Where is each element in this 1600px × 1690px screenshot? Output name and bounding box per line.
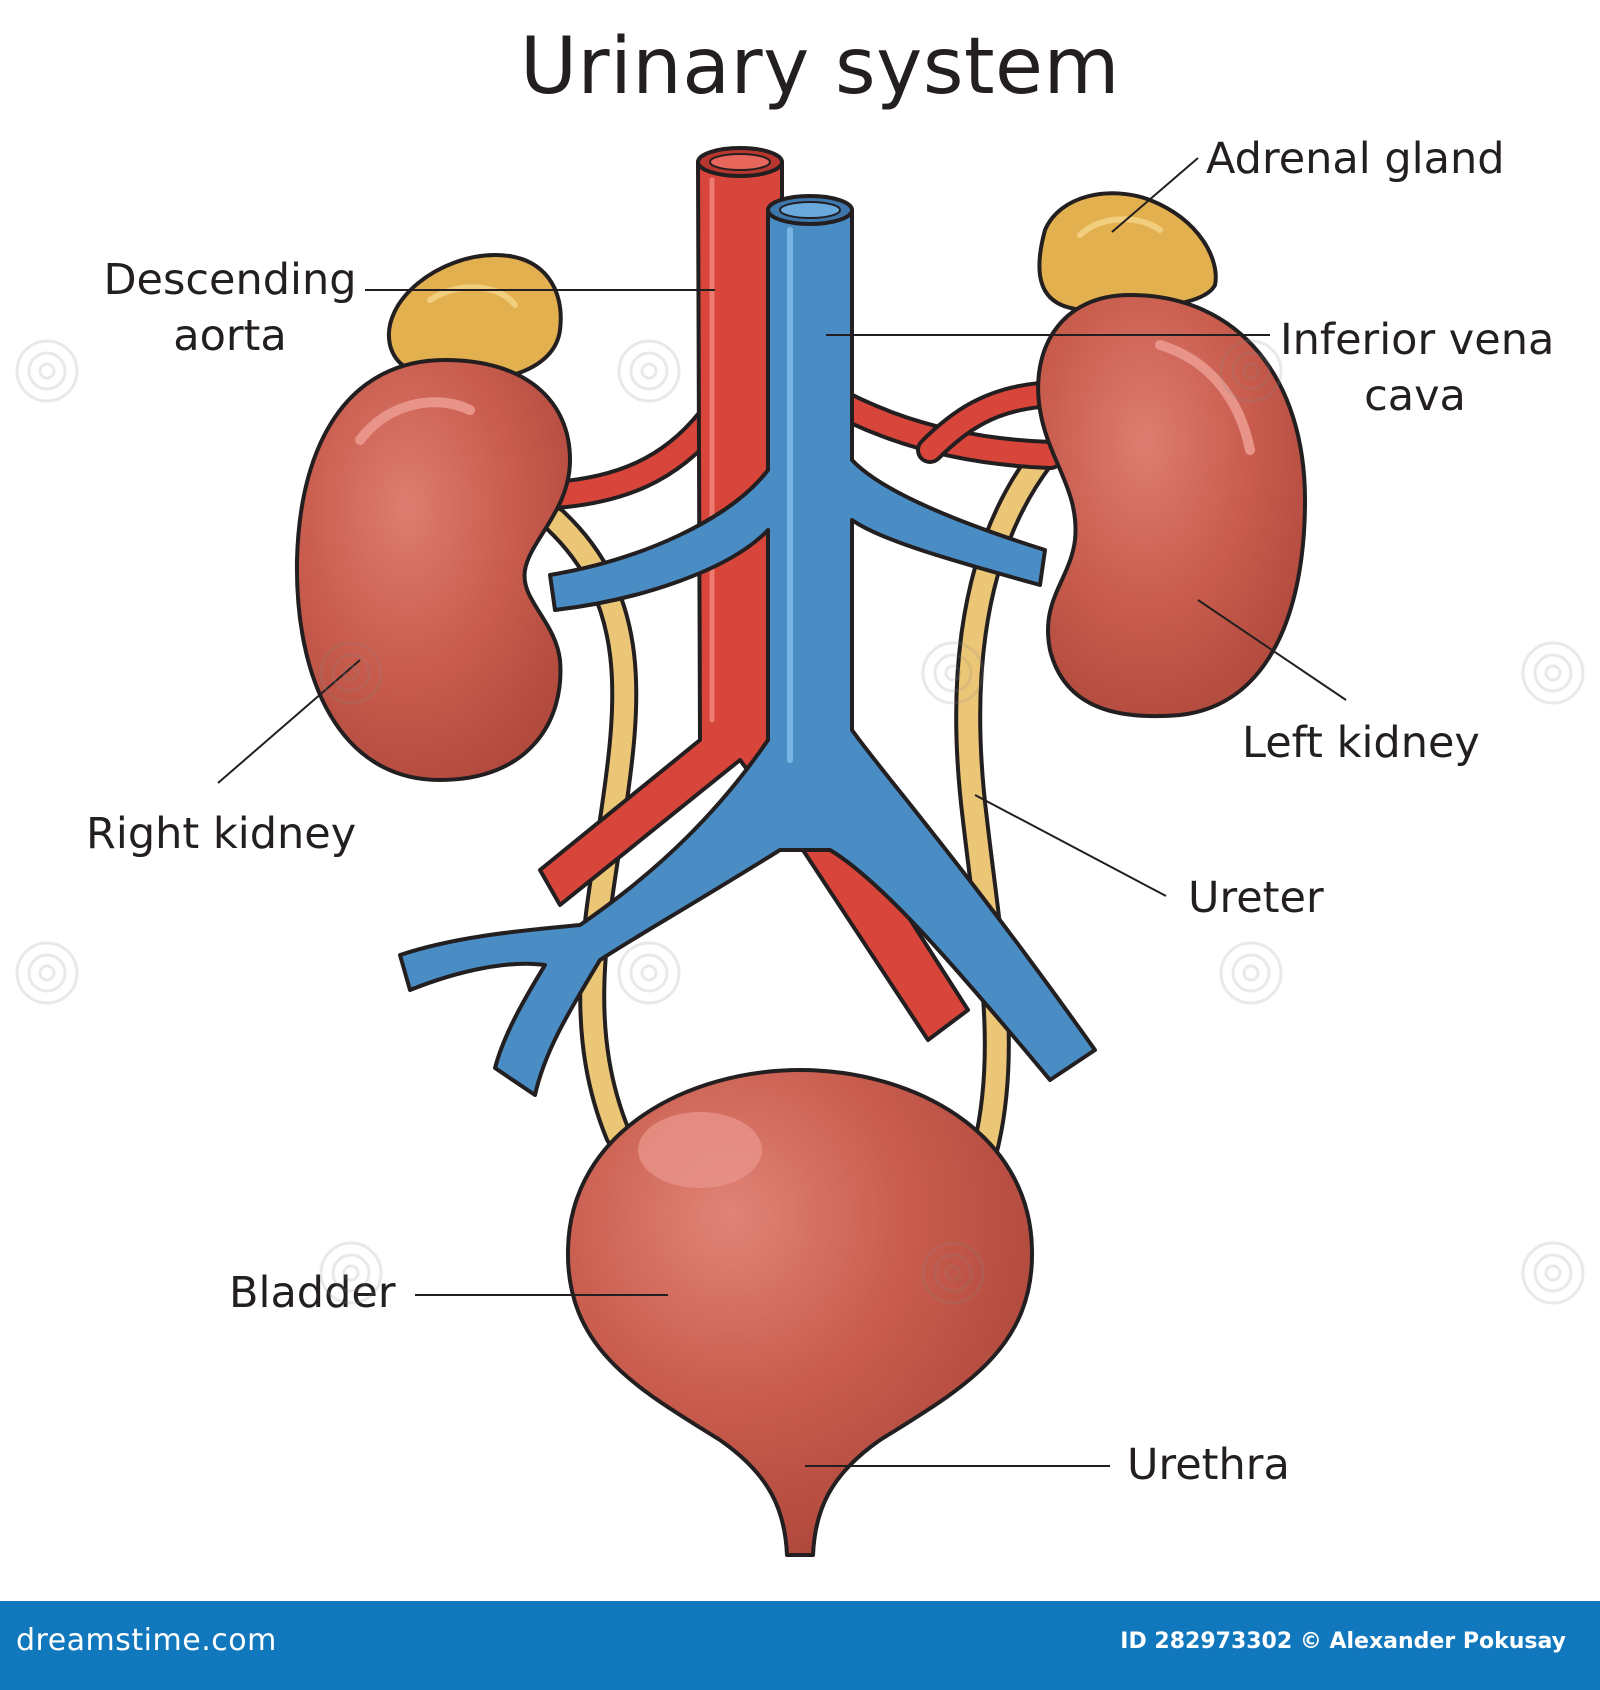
watermark-icon [1521,641,1585,705]
watermark-icon [1521,1241,1585,1305]
diagram-title: Urinary system [519,22,1121,112]
adrenal-gland-left [1037,191,1218,312]
watermark-icon [921,641,985,705]
leader-adrenal-gland [1111,157,1199,233]
leader-left-kidney [1197,599,1347,701]
watermark-icon [319,1241,383,1305]
footer-bar: dreamstime.com ID 282973302 © Alexander … [0,1601,1600,1690]
watermark-icon [319,641,383,705]
label-urethra: Urethra [1127,1440,1290,1490]
left-kidney [1036,293,1307,719]
label-right-kidney: Right kidney [86,809,357,859]
urinary-system-illustration [217,146,1347,1557]
watermark-icon [15,941,79,1005]
label-descending-aorta: Descending aorta [103,255,357,361]
brand-logo-text[interactable]: dreamstime.com [16,1623,277,1658]
right-kidney [294,358,572,782]
watermark-icon [617,941,681,1005]
label-bladder: Bladder [229,1268,396,1318]
leader-right-kidney [217,659,361,784]
leader-ureter [974,794,1167,897]
bladder [565,1068,1035,1557]
label-adrenal-gland: Adrenal gland [1206,134,1505,184]
label-ureter: Ureter [1188,873,1324,923]
watermark-icon [1219,941,1283,1005]
inferior-vena-cava [398,194,1097,1097]
label-inferior-vena-cava: Inferior vena cava [1280,315,1555,421]
watermark-icon [15,339,79,403]
watermark-icon [921,1241,985,1305]
label-left-kidney: Left kidney [1242,718,1480,768]
image-credit: ID 282973302 © Alexander Pokusay [1120,1629,1566,1654]
watermark-icon [1219,339,1283,403]
watermark-icon [617,339,681,403]
